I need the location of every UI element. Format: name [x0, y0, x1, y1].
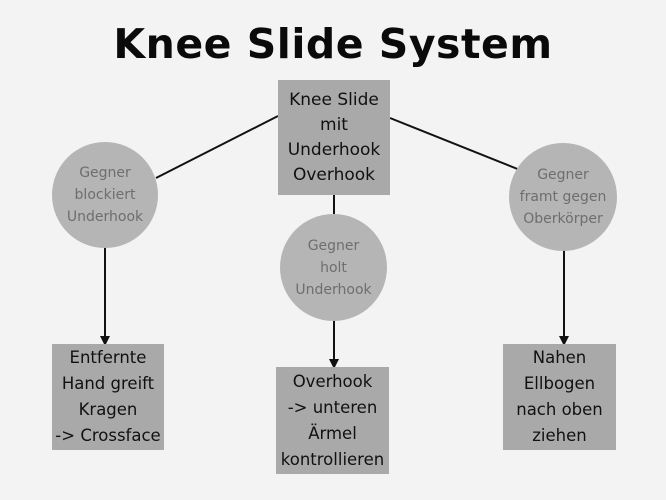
- action-node-center: Overhook -> unteren Ärmel kontrollieren: [276, 367, 389, 474]
- action-node-right: Nahen Ellbogen nach oben ziehen: [503, 344, 616, 450]
- condition-node-left-label: Gegner blockiert Underhook: [66, 165, 144, 225]
- action-node-left: Entfernte Hand greift Kragen -> Crossfac…: [52, 344, 164, 450]
- condition-node-right-label: Gegner framt gegen Oberkörper: [519, 167, 607, 227]
- condition-node-center-label: Gegner holt Underhook: [295, 237, 372, 298]
- condition-node-center: Gegner holt Underhook: [280, 214, 387, 321]
- condition-node-right: Gegner framt gegen Oberkörper: [509, 143, 617, 251]
- condition-node-left: Gegner blockiert Underhook: [52, 142, 158, 248]
- connector-root-to-left: [155, 115, 279, 179]
- diagram-title: Knee Slide System: [113, 20, 553, 68]
- action-node-center-label: Overhook -> unteren Ärmel kontrollieren: [280, 371, 385, 469]
- root-node-label: Knee Slide mit Underhook Overhook: [287, 89, 381, 185]
- action-node-right-label: Nahen Ellbogen nach oben ziehen: [516, 348, 603, 445]
- root-node: Knee Slide mit Underhook Overhook: [278, 80, 390, 195]
- action-node-left-label: Entfernte Hand greift Kragen -> Crossfac…: [55, 348, 161, 445]
- connector-root-to-right: [389, 117, 521, 171]
